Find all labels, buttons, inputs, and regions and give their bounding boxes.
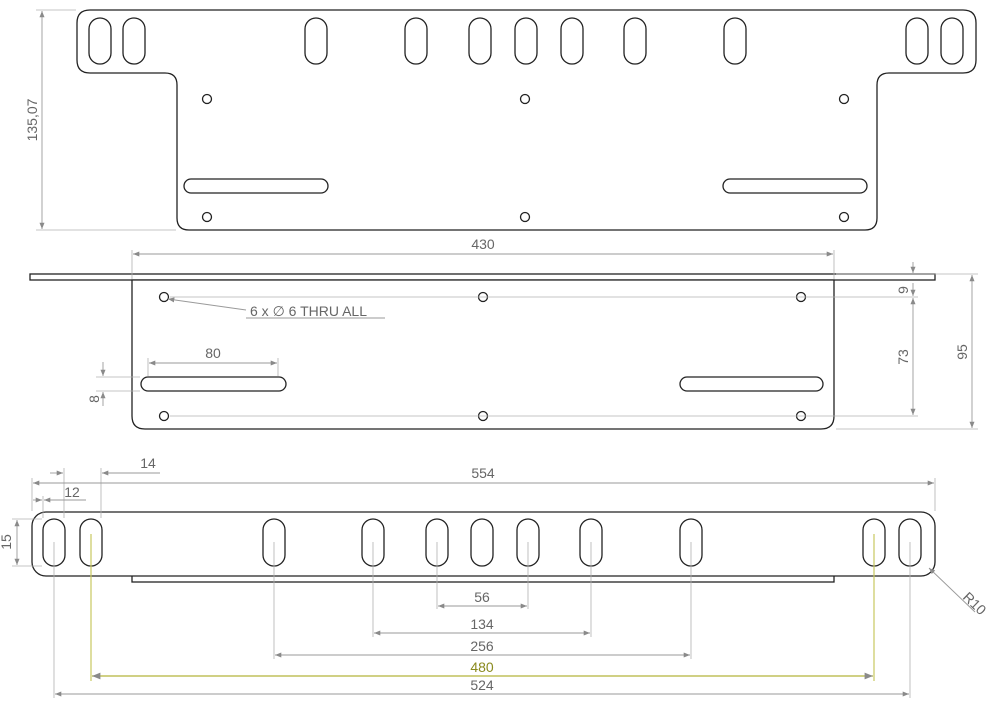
hole xyxy=(519,93,531,105)
slot xyxy=(470,518,494,567)
dim-slot-width-8: 8 xyxy=(86,395,102,403)
top-view-holes xyxy=(201,93,850,223)
hole xyxy=(201,211,213,223)
slot xyxy=(304,17,328,65)
slot xyxy=(514,17,538,65)
hole-callout: 6 x ∅ 6 THRU ALL xyxy=(250,303,367,319)
top-view: 135,07 xyxy=(24,9,977,231)
dim-plate-height-95: 95 xyxy=(954,344,970,360)
dim-slot-length-80: 80 xyxy=(205,345,221,361)
dim-14: 14 xyxy=(140,455,156,471)
top-view-outline xyxy=(76,9,977,231)
hole xyxy=(158,291,170,303)
middle-view: 430 6 x ∅ 6 THRU ALL 80 8 9 73 95 xyxy=(29,236,978,430)
dim-hole-offset-9: 9 xyxy=(895,286,911,294)
slot xyxy=(623,17,647,65)
slot xyxy=(560,17,584,65)
horizontal-slot xyxy=(722,178,868,194)
hole xyxy=(838,93,850,105)
hole xyxy=(158,410,170,422)
dim-256: 256 xyxy=(470,638,494,654)
slot xyxy=(468,17,492,65)
dim-hole-spacing-73: 73 xyxy=(895,349,911,365)
bottom-view: 14 554 12 15 56 134 256 xyxy=(0,455,990,698)
horizontal-slot xyxy=(679,376,824,392)
slot xyxy=(88,17,112,65)
middle-view-outline xyxy=(131,279,835,430)
dim-56: 56 xyxy=(474,589,490,605)
slot xyxy=(905,17,929,65)
slot xyxy=(940,17,964,65)
dim-134: 134 xyxy=(470,616,494,632)
flange-edge xyxy=(29,273,936,281)
dim-overall-554: 554 xyxy=(471,465,495,481)
top-view-slots xyxy=(88,17,964,65)
dim-width-430: 430 xyxy=(471,236,495,252)
horizontal-slot xyxy=(183,178,329,194)
slot xyxy=(404,17,428,65)
dim-12: 12 xyxy=(64,484,80,500)
dim-15: 15 xyxy=(0,534,14,550)
dim-524: 524 xyxy=(470,677,494,693)
dim-height-top-view: 135,07 xyxy=(24,98,40,141)
slot xyxy=(122,17,146,65)
dim-radius-r10: R10 xyxy=(960,589,990,618)
dim-480: 480 xyxy=(470,659,494,675)
slot xyxy=(723,17,747,65)
horizontal-slot xyxy=(140,376,287,392)
hole xyxy=(838,211,850,223)
hole xyxy=(201,93,213,105)
hole xyxy=(519,211,531,223)
